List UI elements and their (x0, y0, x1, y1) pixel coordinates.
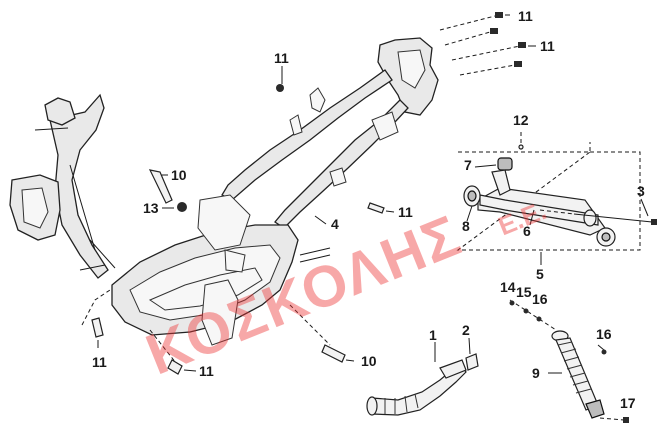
callout-11: 11 (92, 354, 107, 370)
callout-11: 11 (518, 8, 533, 24)
bolt-10-bottom (289, 304, 355, 363)
callout-9: 9 (532, 365, 540, 381)
callout-11: 11 (199, 363, 214, 379)
callout-12: 12 (513, 112, 529, 128)
callout-3: 3 (637, 183, 645, 199)
callout-2: 2 (462, 322, 470, 338)
callout-4: 4 (331, 216, 339, 232)
callout-14: 14 (500, 279, 516, 295)
callout-8: 8 (462, 218, 470, 234)
callout-11: 11 (398, 204, 413, 220)
callout-16: 16 (596, 326, 612, 342)
bottom-left-bolts (81, 289, 197, 375)
bolt-11-top (276, 66, 284, 92)
callout-11: 11 (274, 50, 289, 66)
bolt-10-and-nut-13 (148, 169, 187, 212)
bolt-11-middle (367, 202, 395, 214)
hose-clamp (465, 337, 479, 371)
callout-10: 10 (171, 167, 187, 183)
callout-11: 11 (540, 38, 555, 54)
callout-16: 16 (532, 291, 548, 307)
callout-6: 6 (523, 223, 531, 239)
callout-7: 7 (464, 157, 472, 173)
callout-10: 10 (361, 353, 377, 369)
callout-15: 15 (516, 284, 532, 300)
callout-labels: 11 11 11 12 7 10 3 13 11 4 8 6 5 14 15 1… (92, 8, 645, 411)
engine-hanger-assembly (456, 132, 657, 251)
top-right-bolts (439, 12, 536, 76)
callout-17: 17 (620, 395, 636, 411)
callout-5: 5 (536, 266, 544, 282)
breather-hose (366, 342, 467, 416)
callout-1: 1 (429, 327, 437, 343)
callout-13: 13 (143, 200, 159, 216)
rear-shock-absorber (509, 299, 629, 423)
main-frame (9, 37, 439, 346)
